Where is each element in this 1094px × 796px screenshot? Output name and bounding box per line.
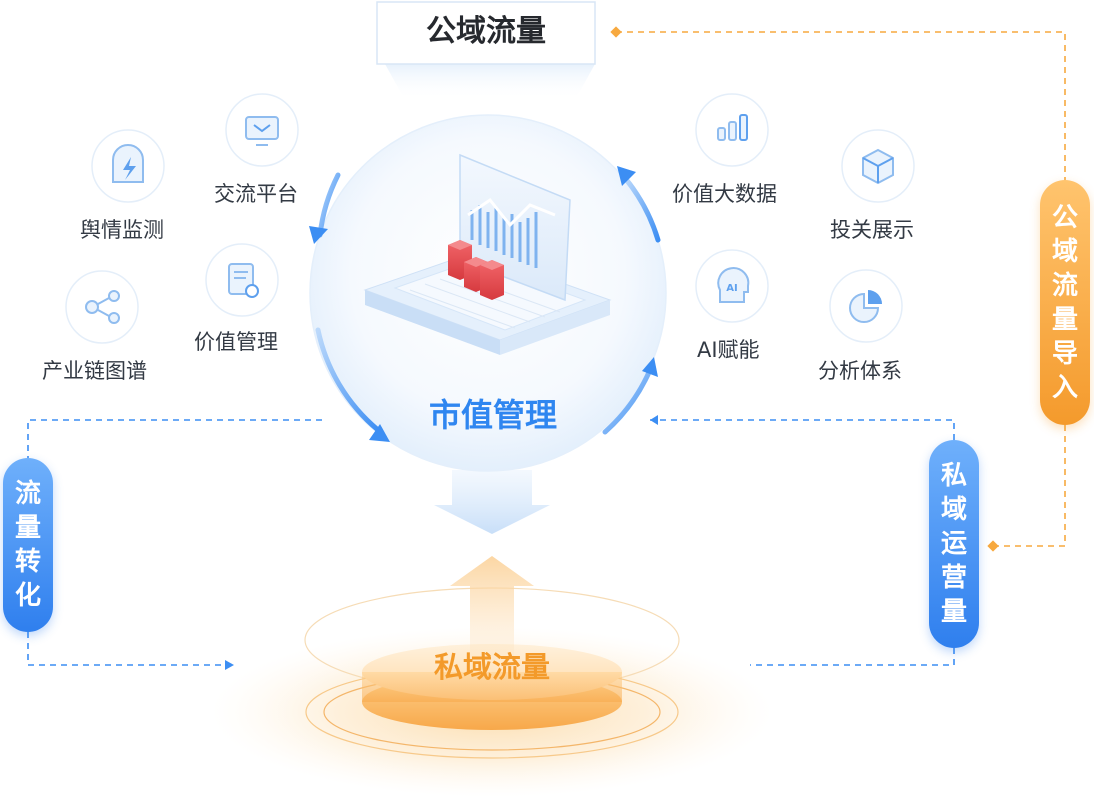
blue-dashed-right-top	[650, 419, 955, 440]
icon-circle-monitor	[225, 93, 299, 167]
icon-circle-document	[205, 243, 279, 317]
orange-dashed-top	[616, 31, 1066, 180]
pill-public-import: 公 域 流 量 导 入	[1040, 180, 1090, 425]
bottom-disc-side	[362, 672, 622, 702]
arc-arrowhead-top-right	[617, 166, 636, 186]
blue-arrowhead-right	[650, 415, 658, 425]
pill-public-import-char-1: 公	[1051, 202, 1078, 233]
pill-traffic-char-4: 化	[14, 581, 41, 611]
icon-circle-ai: AI	[695, 249, 769, 323]
public-traffic-box	[376, 1, 596, 65]
icon-circle-pie	[829, 269, 903, 343]
arc-arrowhead-top-left	[309, 226, 328, 244]
pill-public-import-char-4: 量	[1051, 304, 1078, 335]
blue-dashed-left-bottom	[27, 632, 228, 666]
label-ir-display: 投关展示	[830, 218, 914, 242]
pill-public-import-char-3: 流	[1051, 270, 1078, 301]
label-value-management: 价值管理	[194, 330, 278, 354]
public-traffic-label: 公域流量	[426, 14, 546, 49]
arc-arrowhead-bottom-left	[369, 424, 390, 442]
top-beam	[385, 64, 595, 100]
label-analysis-system: 分析体系	[818, 359, 902, 383]
label-communication-platform: 交流平台	[214, 182, 298, 206]
pill-traffic-char-3: 转	[14, 547, 41, 577]
orange-diamond-top	[610, 26, 622, 38]
icon-circle-bars	[695, 93, 769, 167]
orange-diamond-bottom	[987, 540, 999, 552]
pill-traffic-char-1: 流	[14, 479, 41, 509]
pill-private-ops-char-2: 域	[940, 495, 967, 525]
label-sentiment-monitoring: 舆情监测	[80, 218, 164, 242]
ai-icon-text: AI	[726, 283, 737, 294]
blue-dashed-right-bottom	[750, 648, 955, 666]
label-value-big-data: 价值大数据	[672, 182, 777, 206]
bottom-title: 私域流量	[433, 650, 550, 684]
pill-public-import-char-6: 入	[1051, 372, 1078, 403]
blue-arrowhead-left	[225, 660, 234, 670]
pill-public-import-char-2: 域	[1051, 236, 1078, 267]
up-arrow	[450, 556, 534, 660]
center-title: 市值管理	[428, 396, 557, 434]
pill-private-ops-char-1: 私	[940, 461, 967, 491]
arc-arrow-top-right	[622, 175, 661, 243]
arc-arrow-bottom-right	[602, 367, 653, 435]
pill-private-operations: 私 域 运 营 量	[929, 440, 979, 648]
orange-dashed-bottom	[993, 425, 1066, 547]
icon-circle-network	[65, 270, 139, 344]
down-arrow	[434, 470, 550, 534]
laptop-illustration	[363, 153, 612, 355]
pill-public-import-char-5: 导	[1051, 338, 1078, 369]
pill-private-ops-char-5: 量	[940, 597, 967, 627]
pill-traffic-char-2: 量	[14, 513, 41, 543]
icon-circle-lightning	[91, 129, 165, 203]
label-industry-chain-map: 产业链图谱	[42, 359, 147, 383]
icon-circle-cube	[841, 129, 915, 203]
pill-private-ops-char-3: 运	[940, 529, 967, 559]
arc-arrow-bottom-left	[315, 327, 381, 433]
blue-dashed-left-top	[27, 419, 322, 458]
pill-private-ops-char-4: 营	[940, 563, 967, 593]
label-ai-empowerment: AI赋能	[697, 338, 760, 362]
arc-arrowhead-bottom-right	[642, 357, 658, 377]
pill-traffic-conversion: 流 量 转 化	[3, 458, 53, 632]
